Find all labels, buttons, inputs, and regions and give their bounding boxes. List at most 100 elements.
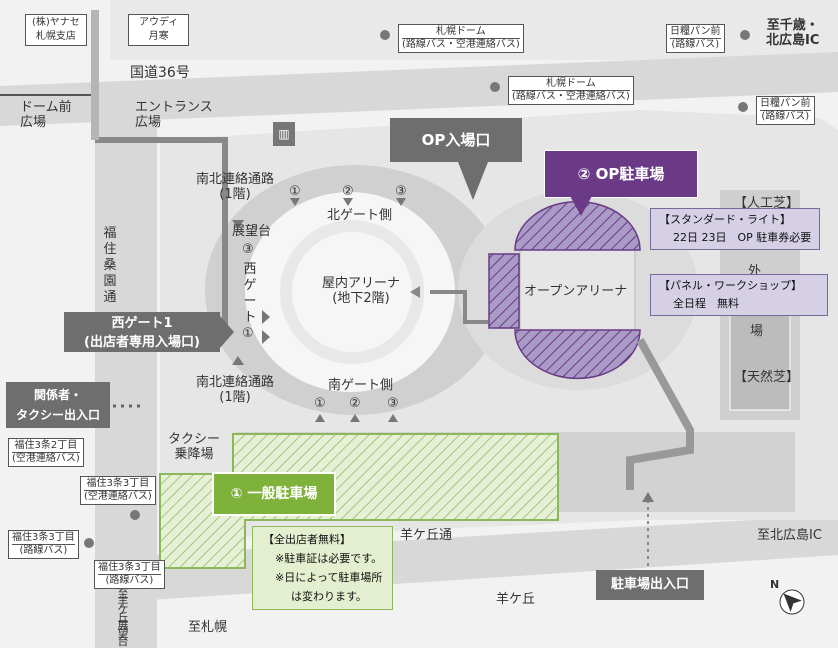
- bus-stop-icon: [84, 538, 94, 548]
- staff-taxi-line2: タクシー出入口: [15, 408, 100, 422]
- op-entrance-pointer: [458, 162, 488, 200]
- hitsujigaoka-label: 羊ケ丘: [496, 592, 536, 607]
- ns-passage-top: 南北連絡通路 (1階): [196, 172, 274, 202]
- bus-stop-f32: 福住3条2丁目 (空港連絡バス): [8, 438, 84, 467]
- west-gate1-line2: (出店者専用入場口): [84, 335, 200, 350]
- route36-label: 国道36号: [130, 65, 190, 81]
- bus-stop-f33a: 福住3条3丁目 (空港連絡バス): [80, 476, 156, 505]
- north-gate-1: ①: [289, 184, 301, 199]
- audi-name: アウディ: [139, 17, 179, 28]
- standard-title: 【スタンダード・ライト】: [659, 213, 791, 226]
- artificial-turf-label: 【人工芝】: [734, 196, 800, 211]
- north-gate-2: ②: [342, 184, 354, 199]
- dome-plaza-line1: ドーム前: [20, 100, 72, 115]
- op-parking-callout: ② OP駐車場: [544, 150, 698, 198]
- bus-stop-type: (路線バス): [670, 38, 721, 50]
- west-gate-num: ①: [242, 326, 254, 341]
- to-kitahiroshima-label: 至北広島IC: [757, 528, 822, 543]
- ns-passage-top-line1: 南北連絡通路: [196, 172, 275, 187]
- ns-passage-bottom-line2: (1階): [219, 390, 251, 405]
- bus-stop-f33b: 福住3条3丁目 (路線バス): [8, 530, 79, 559]
- panel-body: 全日程 無料: [673, 297, 739, 310]
- exhibitor-line3: は変わります。: [291, 590, 367, 603]
- exhibitor-line1: ※駐車証は必要です。: [275, 552, 383, 565]
- exhibitor-parking-info: 【全出店者無料】 ※駐車証は必要です。 ※日によって駐車場所 は変わります。: [252, 526, 394, 610]
- bus-stop-name: 福住3条3丁目: [86, 478, 150, 489]
- facility-icon: ▥: [273, 122, 295, 146]
- bus-stop-type: (路線バス・空港連絡バス): [512, 90, 630, 102]
- bus-stop-dome-2: 札幌ドーム (路線バス・空港連絡バス): [508, 76, 634, 105]
- to-observatory-label: 至羊ケ丘展望台: [117, 587, 129, 648]
- dome-plaza-label: ドーム前 広場: [20, 100, 72, 130]
- parking-entrance-callout: 駐車場出入口: [596, 570, 704, 600]
- observatory-label: 展望台: [232, 224, 272, 239]
- to-chitose-line2: 北広島IC: [766, 33, 820, 48]
- bus-stop-hitsujibashi-2: 日糧パン前 (路線バス): [756, 96, 815, 125]
- bus-stop-name: 札幌ドーム: [436, 26, 486, 37]
- indoor-arena-line2: (地下2階): [332, 291, 390, 306]
- entrance-plaza-line1: エントランス: [135, 100, 213, 115]
- north-arrow-icon: N: [770, 578, 810, 618]
- audi-place: 月寒: [148, 31, 169, 42]
- south-gate-1: ①: [314, 396, 326, 411]
- indoor-arena-label: 屋内アリーナ (地下2階): [322, 276, 400, 306]
- taxi-stand-label: タクシー 乗降場: [168, 432, 220, 462]
- bus-stop-type: (路線バス): [760, 110, 811, 122]
- exhibitor-title: 【全出店者無料】: [263, 533, 351, 546]
- store-name: (株)ヤナセ: [32, 17, 80, 28]
- general-parking-callout: ① 一般駐車場: [212, 472, 336, 516]
- bus-stop-type: (空港連絡バス): [12, 452, 80, 464]
- north-gate-3: ③: [395, 184, 407, 199]
- south-gate-2: ②: [349, 396, 361, 411]
- outer-partial-label-2: 場: [750, 324, 764, 339]
- to-sapporo-label: 至札幌: [188, 620, 228, 635]
- exhibitor-line2: ※日によって駐車場所: [275, 571, 383, 584]
- hitsujigaoka-road-label: 羊ケ丘通: [400, 528, 453, 543]
- standard-body: 22日 23日 OP 駐車券必要: [673, 231, 812, 244]
- bus-stop-icon: [740, 30, 750, 40]
- bus-stop-type: (空港連絡バス): [84, 490, 152, 502]
- bus-stop-hitsujibashi-1: 日糧パン前 (路線バス): [666, 24, 725, 53]
- ns-passage-top-line2: (1階): [219, 187, 251, 202]
- bus-stop-icon: [490, 82, 500, 92]
- bus-stop-name: 札幌ドーム: [546, 78, 596, 89]
- west-gate1-line1: 西ゲート1: [111, 316, 173, 331]
- ns-passage-bottom-line1: 南北連絡通路: [196, 375, 275, 390]
- bus-stop-f33c: 福住3条3丁目 (路線バス): [94, 560, 165, 589]
- store-sign: (株)ヤナセ 札幌支店: [25, 14, 87, 46]
- bus-stop-type: (路線バス): [98, 574, 161, 587]
- taxi-line2: 乗降場: [174, 447, 214, 462]
- west-gate-vertical-label: 西ゲート: [243, 262, 257, 325]
- bus-stop-name: 福住3条2丁目: [14, 440, 78, 451]
- taxi-line1: タクシー: [168, 432, 221, 447]
- observatory-gate-num: ③: [242, 242, 254, 257]
- south-gate-3: ③: [387, 396, 399, 411]
- north-letter: N: [770, 578, 780, 591]
- panel-workshop-info: 【パネル・ワークショップ】 全日程 無料: [650, 274, 828, 316]
- standard-light-info: 【スタンダード・ライト】 22日 23日 OP 駐車券必要: [650, 208, 821, 250]
- bus-stop-type: (路線バス・空港連絡バス): [402, 38, 520, 50]
- op-entrance-callout: OP入場口: [390, 118, 522, 162]
- indoor-arena-line1: 屋内アリーナ: [322, 276, 401, 291]
- staff-taxi-line1: 関係者・: [33, 388, 82, 402]
- bus-stop-icon: [130, 510, 140, 520]
- natural-turf-label: 【天然芝】: [734, 370, 800, 385]
- ns-passage-bottom: 南北連絡通路 (1階): [196, 375, 274, 405]
- bus-stop-name: 福住3条3丁目: [12, 532, 75, 543]
- dome-plaza-line2: 広場: [20, 115, 47, 130]
- bus-stop-name: 日糧パン前: [760, 98, 811, 109]
- bus-stop-dome-1: 札幌ドーム (路線バス・空港連絡バス): [398, 24, 524, 53]
- panel-title: 【パネル・ワークショップ】: [659, 279, 802, 292]
- entrance-plaza-line2: 広場: [135, 115, 162, 130]
- audi-sign: アウディ 月寒: [128, 14, 190, 46]
- op-parking-pointer: [570, 196, 592, 216]
- store-branch: 札幌支店: [35, 31, 76, 42]
- north-gate-label: 北ゲート側: [327, 208, 393, 223]
- bus-stop-icon: [380, 30, 390, 40]
- bus-stop-name: 日糧パン前: [670, 26, 721, 37]
- bus-stop-icon: [738, 102, 748, 112]
- open-arena-label: オープンアリーナ: [524, 284, 628, 299]
- west-gate1-callout: 西ゲート1 (出店者専用入場口): [64, 312, 220, 352]
